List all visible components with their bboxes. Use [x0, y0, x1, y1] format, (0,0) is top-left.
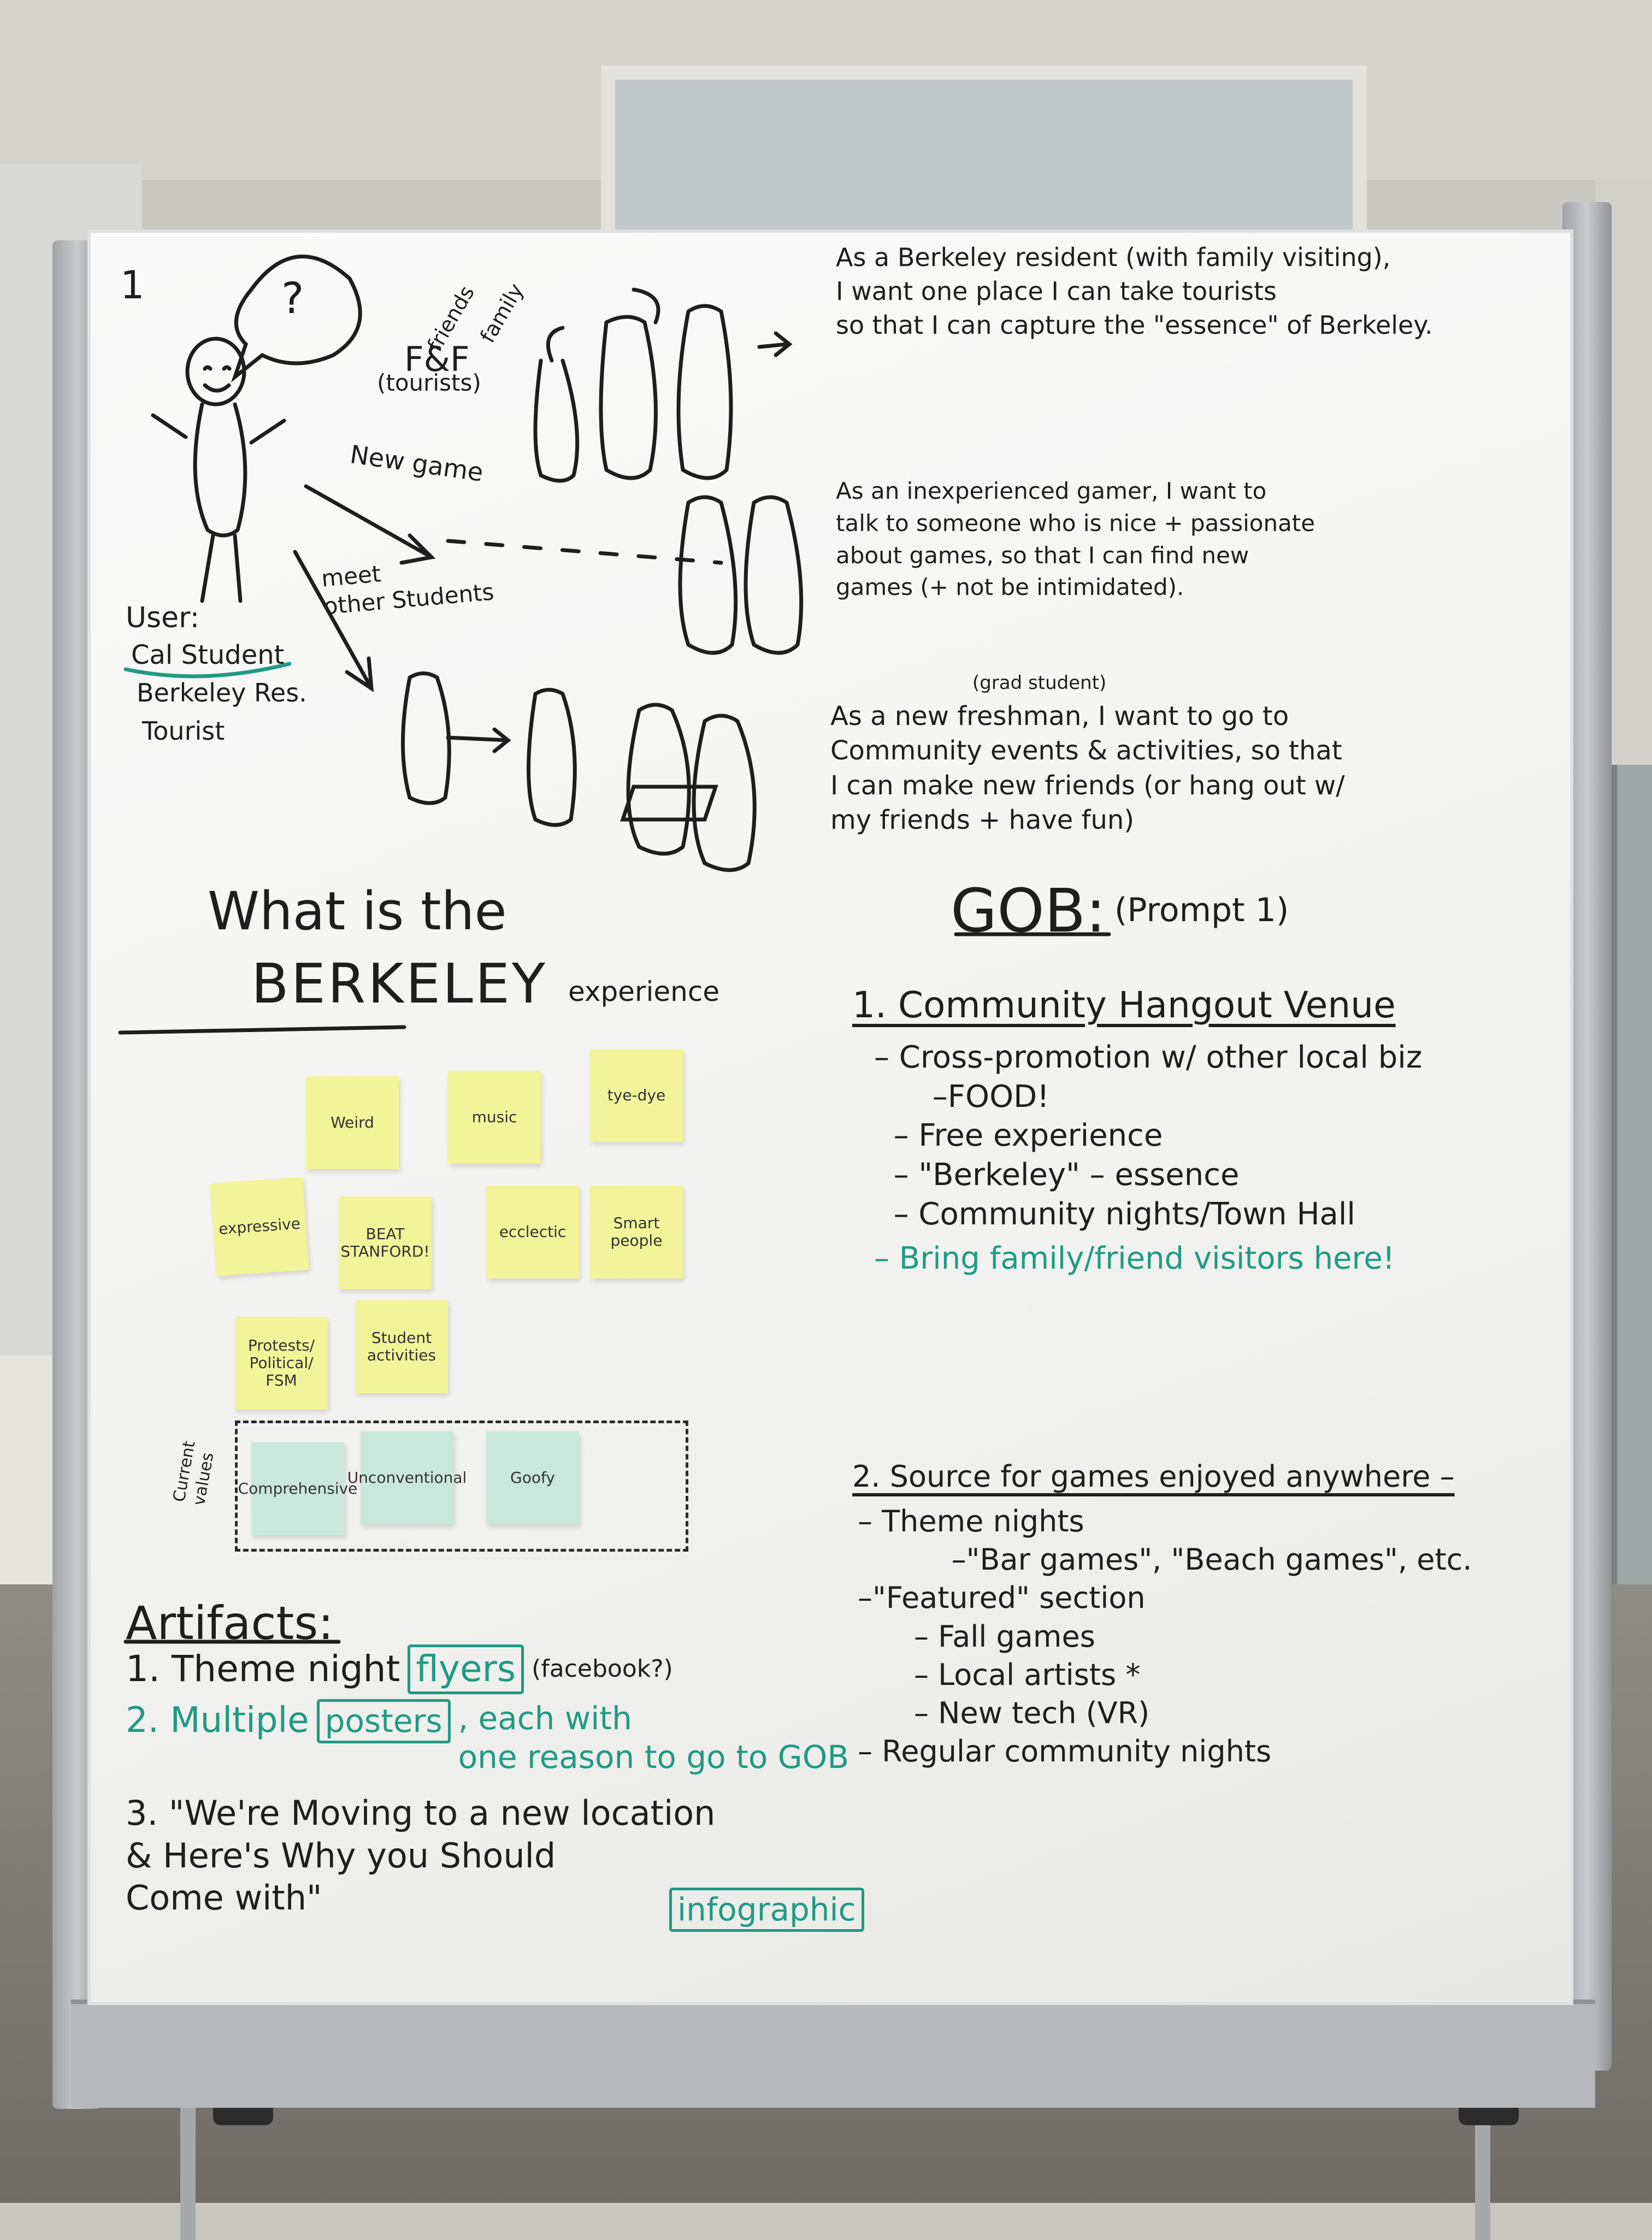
sticky-note-value: Unconventional	[347, 1431, 467, 1524]
sticky-note-value: Goofy	[486, 1431, 579, 1524]
artifact-1-note: (facebook?)	[532, 1655, 673, 1683]
user-story-resident: As a Berkeley resident (with family visi…	[836, 243, 1433, 340]
tourists-label: (tourists)	[377, 369, 481, 396]
user-story-freshman: As a new freshman, I want to go to Commu…	[830, 701, 1345, 836]
sticky-note: Protests/ Political/ FSM	[235, 1317, 328, 1410]
sketch-layer	[118, 255, 1111, 1644]
gob-item-2: 2. Source for games enjoyed anywhere –	[852, 1459, 1455, 1494]
experience-title-berkeley: BERKELEY	[251, 952, 548, 1016]
persona-stick-figure	[151, 337, 286, 603]
doorway	[601, 66, 1367, 244]
sticky-note: Weird	[306, 1076, 399, 1169]
sticky-note: ecclectic	[486, 1186, 579, 1278]
artifact-1-flyers: flyers	[408, 1644, 524, 1694]
gob-item-1-points: – Cross-promotion w/ other local biz –FO…	[874, 1040, 1423, 1232]
user-heading: User:	[126, 602, 200, 634]
experience-title-line3: experience	[568, 976, 720, 1007]
gamer-pair-sketch	[678, 495, 804, 655]
sticky-note: Smart people	[590, 1186, 683, 1278]
page-number: 1	[120, 263, 145, 308]
artifact-2-rest: , each with one reason to go to GOB	[458, 1700, 849, 1776]
sticky-note: Student activities	[355, 1300, 448, 1393]
user-type-berkeley-res: Berkeley Res.	[137, 678, 307, 708]
artifact-1: 1. Theme night flyers (facebook?)	[126, 1644, 673, 1694]
sticky-note: expressive	[210, 1177, 309, 1276]
experience-title-line1: What is the	[208, 881, 507, 942]
current-values-box	[235, 1420, 688, 1552]
whiteboard: 1 ? friends family F&F (tourists) New ga…	[87, 229, 1573, 2005]
sticky-note: tye-dye	[590, 1049, 683, 1142]
gob-heading: GOB:	[951, 876, 1106, 946]
artifacts-heading: Artifacts:	[126, 1596, 334, 1650]
sticky-note-value: Comprehensive	[238, 1442, 357, 1535]
sticky-note: music	[448, 1071, 541, 1164]
thought-bubble	[231, 255, 362, 383]
user-type-cal-student: Cal Student	[131, 640, 285, 670]
stand-leg	[180, 2098, 196, 2240]
artifact-3-text: 3. "We're Moving to a new location & Her…	[126, 1793, 716, 1918]
gob-item-2-points: – Theme nights –"Bar games", "Beach game…	[858, 1504, 1472, 1769]
family-group-sketch	[533, 287, 793, 483]
gob-item-1: 1. Community Hangout Venue	[852, 984, 1396, 1026]
gob-item-1-teal-point: – Bring family/friend visitors here!	[874, 1241, 1395, 1276]
new-game-arrow	[304, 484, 723, 565]
thought-bubble-text: ?	[281, 274, 304, 323]
student-friends-sketch	[401, 671, 757, 872]
ff-label: F&F	[404, 339, 470, 379]
gob-prompt: (Prompt 1)	[1114, 891, 1289, 929]
artifact-1-text: 1. Theme night	[126, 1648, 400, 1690]
meet-students-arrow	[293, 550, 374, 692]
cal-student-underline	[123, 662, 292, 679]
sticky-note: BEAT STANFORD!	[339, 1196, 432, 1289]
board-frame-bottom	[71, 2000, 1595, 2108]
artifact-3-infographic: infographic	[669, 1888, 864, 1932]
user-story-grad-note: (grad student)	[972, 672, 1107, 694]
user-type-tourist: Tourist	[142, 716, 225, 746]
experience-underline	[118, 1025, 406, 1035]
user-story-gamer: As an inexperienced gamer, I want to tal…	[836, 478, 1315, 601]
artifact-2-posters: posters	[316, 1699, 451, 1743]
artifact-2: 2. Multiple posters , each with one reas…	[126, 1699, 849, 1777]
artifact-2-text: 2. Multiple	[126, 1700, 309, 1741]
glass-door	[1612, 765, 1652, 1584]
